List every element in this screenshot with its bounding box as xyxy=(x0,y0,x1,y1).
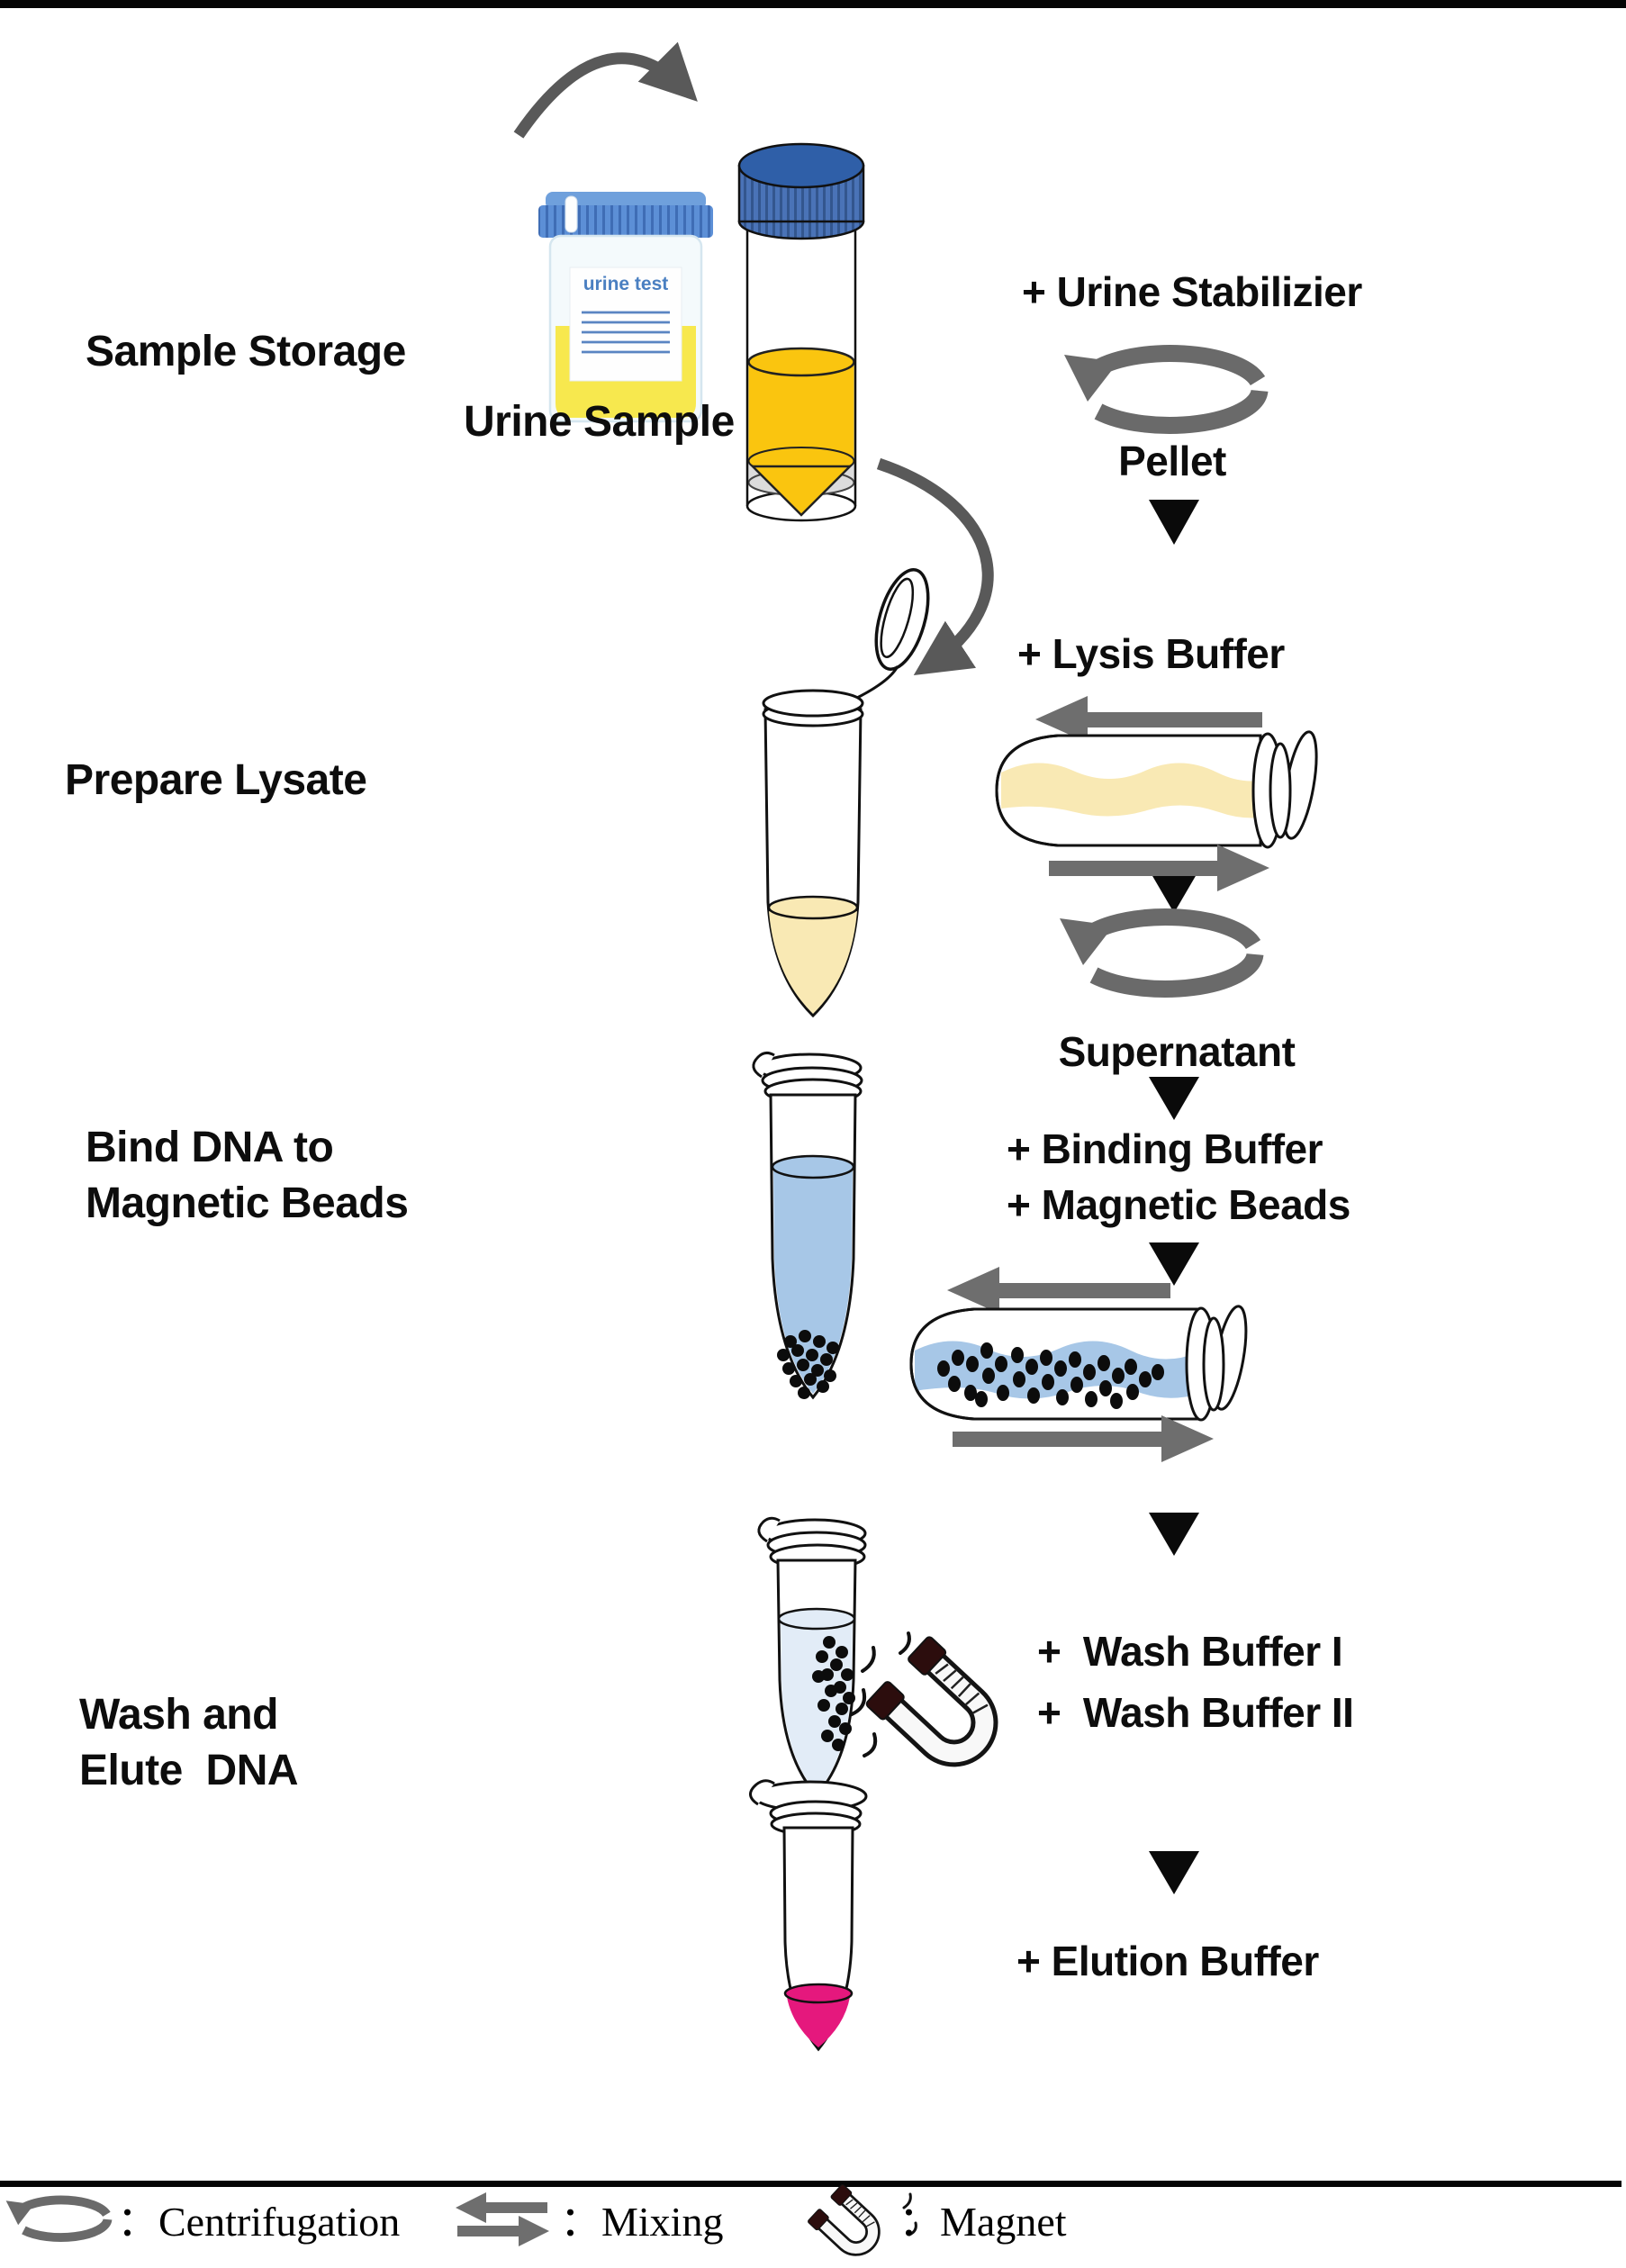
magnet-squiggles xyxy=(902,2192,917,2236)
microtube-elution xyxy=(749,1779,868,2052)
step-elution-buffer: + Elution Buffer xyxy=(1016,1938,1319,1984)
down-arrow-icon xyxy=(1149,870,1199,913)
microtube-wash xyxy=(757,1516,867,1798)
urine-test-label: urine test xyxy=(583,274,669,294)
microtube-binding xyxy=(752,1051,863,1400)
down-arrow-icon xyxy=(1149,1077,1199,1120)
centrifugation-icon xyxy=(6,2200,108,2237)
tube-cap xyxy=(737,142,865,189)
section-label-bind-dna-line1: Bind DNA to xyxy=(86,1124,334,1171)
mixing-arrow-right-icon xyxy=(953,1415,1214,1462)
legend-divider xyxy=(0,2181,1621,2187)
magnetic-beads xyxy=(937,1342,1164,1409)
mixing-arrow-left-icon xyxy=(1035,696,1262,743)
lysate-liquid xyxy=(769,911,857,1014)
centrifugation-icon xyxy=(1064,354,1260,426)
legend-item-mixing: ：Mixing xyxy=(560,2199,724,2245)
down-arrow-icon xyxy=(1149,500,1199,545)
down-arrow-icon xyxy=(1149,1242,1199,1286)
lysate-wave xyxy=(1001,763,1260,818)
magnet-icon xyxy=(865,1636,1008,1778)
urine-cup xyxy=(538,192,713,423)
section-label-sample-storage: Sample Storage xyxy=(86,328,406,375)
step-supernatant: Supernatant xyxy=(1058,1028,1296,1075)
pellet-cone xyxy=(749,465,854,517)
collection-tube xyxy=(737,142,865,522)
cup-label xyxy=(569,267,682,382)
cup-label-lines xyxy=(582,311,670,354)
cup-cap xyxy=(538,205,713,238)
magnet-squiggles xyxy=(850,1631,911,1757)
magnetic-beads xyxy=(777,1330,839,1399)
top-border xyxy=(0,0,1626,8)
microtube-lysate xyxy=(762,568,930,1018)
magnet-icon xyxy=(808,2184,886,2263)
step-wash-buffer-2: + Wash Buffer II xyxy=(1037,1689,1354,1736)
urine-sample-label: Urine Sample xyxy=(464,398,735,446)
mixing-arrow-right-icon xyxy=(1049,845,1269,891)
mixing-icon xyxy=(456,2192,549,2246)
step-lysis-buffer: + Lysis Buffer xyxy=(1017,630,1285,677)
step-binding-buffer: + Binding Buffer xyxy=(1007,1125,1323,1172)
legend-colon: ： xyxy=(899,2199,940,2245)
legend-colon: ： xyxy=(117,2199,158,2245)
transfer-arrow-1-icon xyxy=(513,41,698,139)
section-label-wash-elute-line1: Wash and xyxy=(79,1691,278,1739)
step-pellet: Pellet xyxy=(1118,438,1226,484)
step-wash-buffer-1: + Wash Buffer I xyxy=(1037,1628,1343,1675)
centrifugation-icon xyxy=(1060,917,1255,989)
section-label-prepare-lysate: Prepare Lysate xyxy=(65,756,367,804)
step-urine-stabilizer: + Urine Stabilizier xyxy=(1022,268,1362,315)
section-label-bind-dna-line2: Magnetic Beads xyxy=(86,1179,409,1227)
mixing-tube-lysis xyxy=(995,696,1318,891)
mixing-tube-binding xyxy=(909,1267,1248,1462)
legend-item-centrifugation: ：Centrifugation xyxy=(117,2199,401,2245)
mixing-arrow-left-icon xyxy=(947,1267,1170,1314)
urine-liquid xyxy=(748,362,854,461)
elution-liquid xyxy=(787,1997,850,2047)
legend-colon: ： xyxy=(560,2199,601,2245)
down-arrow-icon xyxy=(1149,1513,1199,1556)
step-magnetic-beads: + Magnetic Beads xyxy=(1007,1181,1350,1228)
down-arrow-icon xyxy=(1149,1851,1199,1894)
section-label-wash-elute-line2: Elute DNA xyxy=(79,1747,299,1794)
legend-item-magnet: ：Magnet xyxy=(899,2199,1067,2245)
magnetic-beads xyxy=(812,1636,855,1751)
transfer-arrow-2-icon xyxy=(876,457,994,675)
